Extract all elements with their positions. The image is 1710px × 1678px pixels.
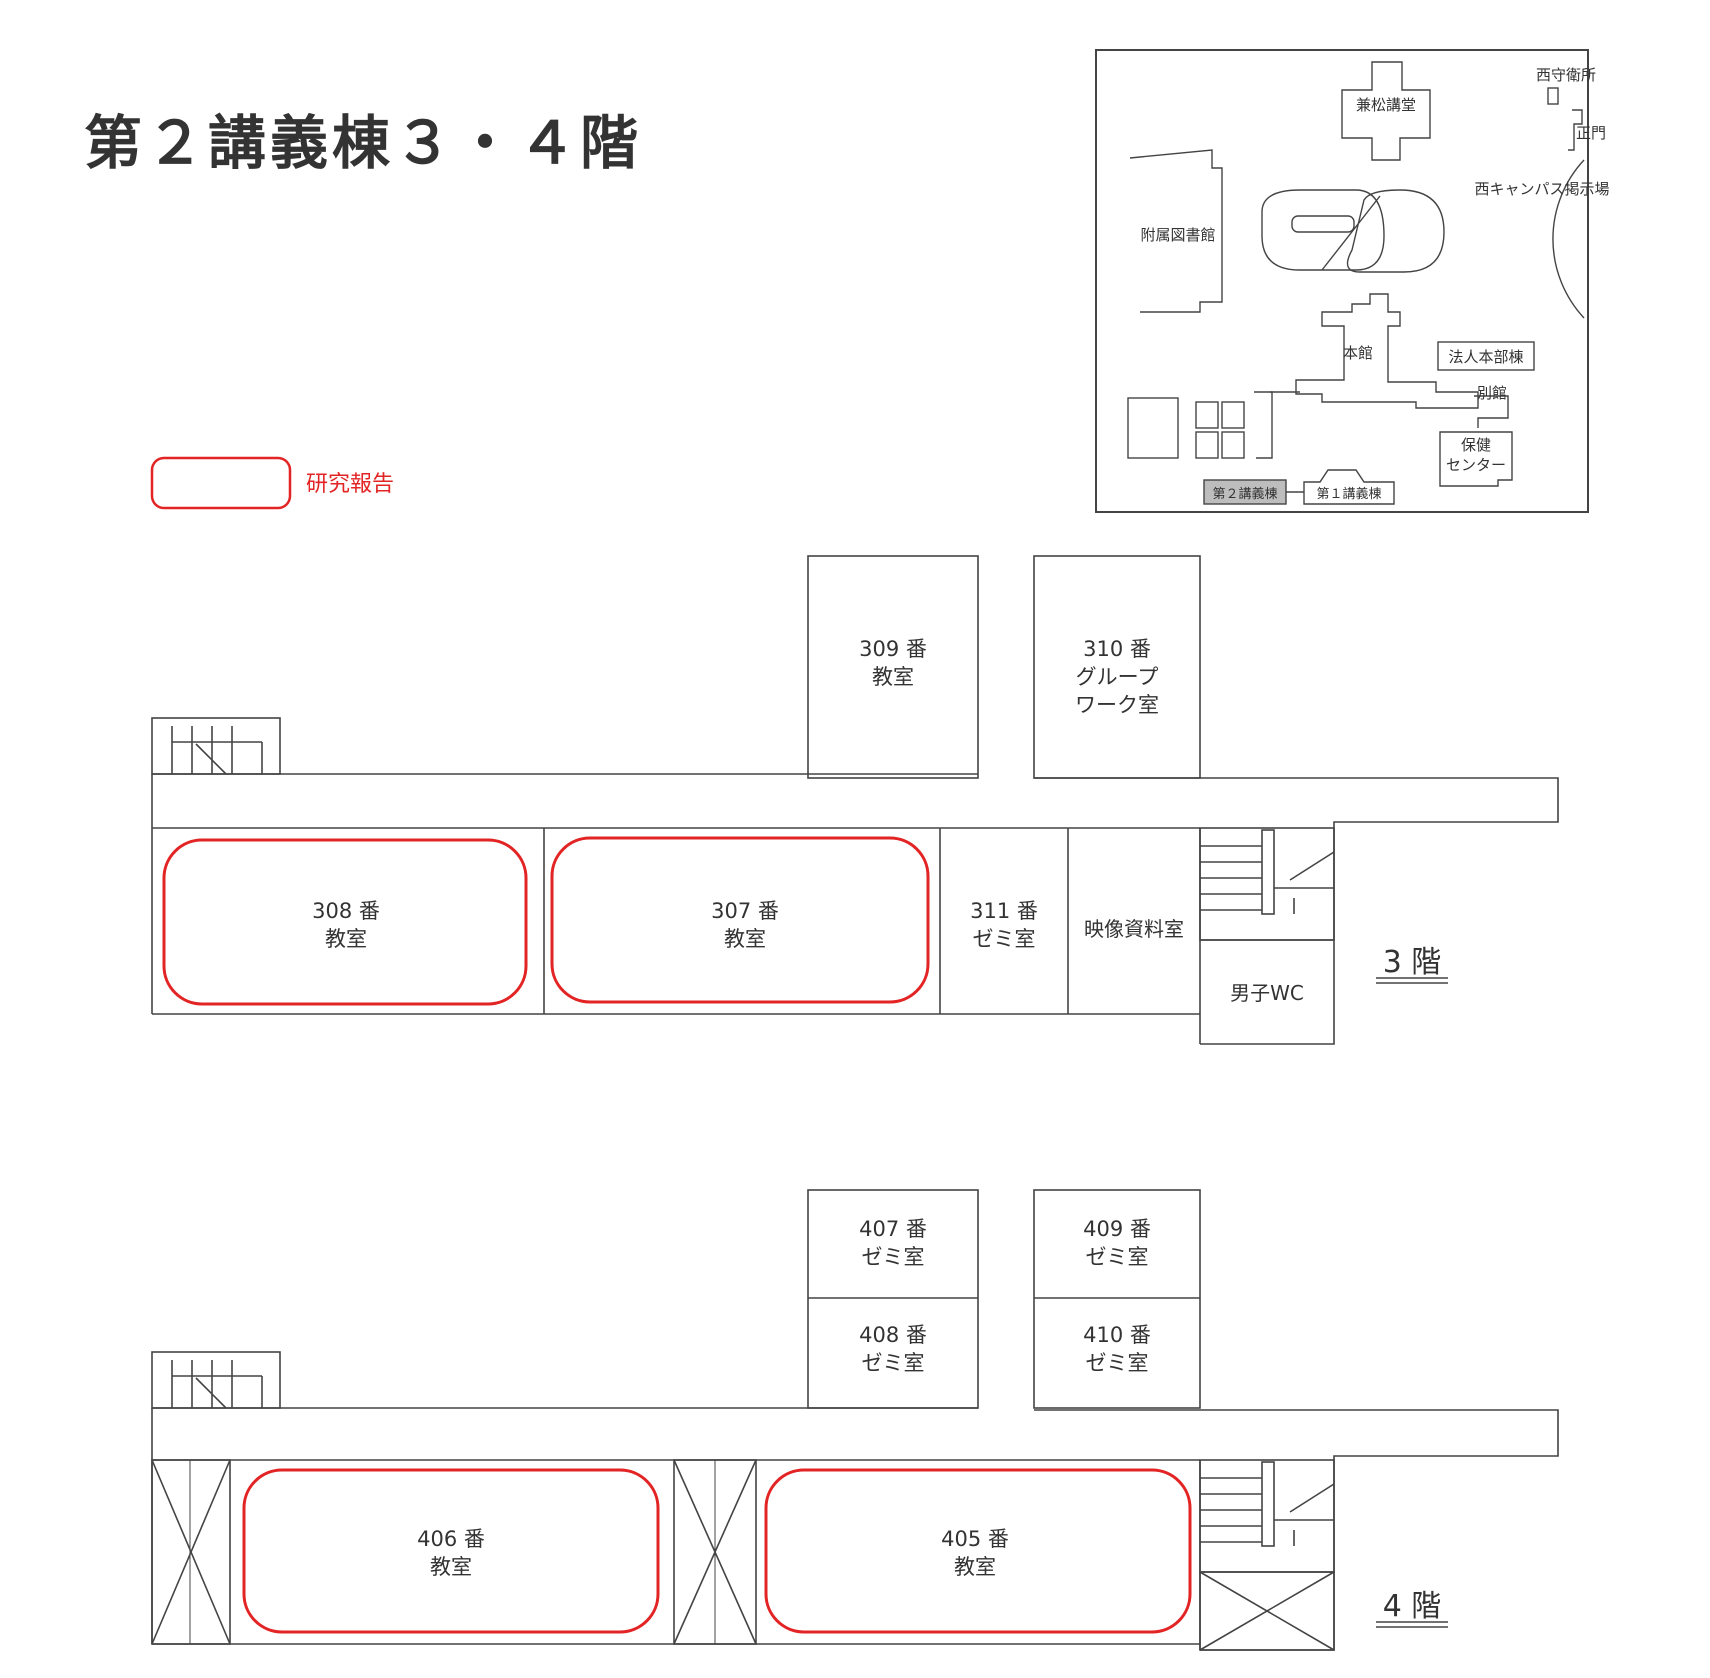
label-kogi-2: 第２講義棟: [1212, 486, 1277, 502]
room-308-number: 308 番: [312, 899, 380, 923]
room-308-type: 教室: [325, 927, 367, 951]
room-309-type: 教室: [872, 665, 914, 689]
campus-map: [1095, 49, 1589, 513]
label-nishi-guard: 西守衛所: [1536, 66, 1596, 84]
label-kogi-1: 第１講義棟: [1316, 486, 1381, 502]
room-407-type: ゼミ室: [862, 1245, 925, 1269]
page-title: 第２講義棟３・４階: [84, 109, 643, 177]
floor-4-label: 4 階: [1383, 1589, 1442, 1624]
room-406-number: 406 番: [417, 1527, 485, 1551]
room-310-number: 310 番: [1083, 637, 1151, 661]
label-hoken-2: センター: [1446, 456, 1506, 474]
room-labels: 309 番 教室 310 番 グループ ワーク室 308 番 教室 307 番 …: [312, 637, 1441, 1624]
label-keijiba: 西キャンパス掲示場: [1474, 180, 1609, 198]
label-library: 附属図書館: [1140, 226, 1215, 244]
highlight-outlines: [162, 836, 1192, 1634]
room-407-number: 407 番: [859, 1217, 927, 1241]
room-410-number: 410 番: [1083, 1323, 1151, 1347]
room-307-type: 教室: [724, 927, 766, 951]
room-av-name: 映像資料室: [1084, 917, 1184, 941]
highlight-308: [162, 838, 528, 1006]
room-310-type-1: グループ: [1076, 665, 1159, 689]
legend-label: 研究報告: [306, 472, 395, 497]
floor-3-label: 3 階: [1383, 945, 1442, 980]
room-410-type: ゼミ室: [1086, 1351, 1149, 1375]
room-311-number: 311 番: [970, 899, 1038, 923]
floor-4-plan: [151, 1189, 1559, 1651]
room-408-type: ゼミ室: [862, 1351, 925, 1375]
highlight-307: [550, 836, 930, 1004]
highlight-406: [242, 1468, 660, 1634]
room-409-type: ゼミ室: [1086, 1245, 1149, 1269]
label-honkan: 本館: [1343, 344, 1373, 362]
room-wc-name: 男子WC: [1230, 981, 1304, 1005]
legend-swatch: [150, 456, 292, 510]
room-405-type: 教室: [954, 1555, 996, 1579]
room-406-type: 教室: [430, 1555, 472, 1579]
label-seimon: 正門: [1576, 124, 1606, 142]
label-hojin: 法人本部棟: [1448, 348, 1523, 366]
room-409-number: 409 番: [1083, 1217, 1151, 1241]
room-405-number: 405 番: [941, 1527, 1009, 1551]
room-307-number: 307 番: [711, 899, 779, 923]
label-bekkan: 別館: [1477, 384, 1507, 402]
room-311-type: ゼミ室: [973, 927, 1036, 951]
room-309-number: 309 番: [859, 637, 927, 661]
label-kenshou: 兼松講堂: [1356, 96, 1416, 114]
label-hoken-1: 保健: [1461, 436, 1491, 454]
floor-3-plan: [151, 555, 1559, 1045]
room-310-type-2: ワーク室: [1075, 693, 1159, 717]
campus-map-labels: 西守衛所 正門 兼松講堂 西キャンパス掲示場 附属図書館 本館 法人本部棟 別館…: [1140, 66, 1609, 502]
highlight-405: [764, 1468, 1192, 1634]
room-408-number: 408 番: [859, 1323, 927, 1347]
